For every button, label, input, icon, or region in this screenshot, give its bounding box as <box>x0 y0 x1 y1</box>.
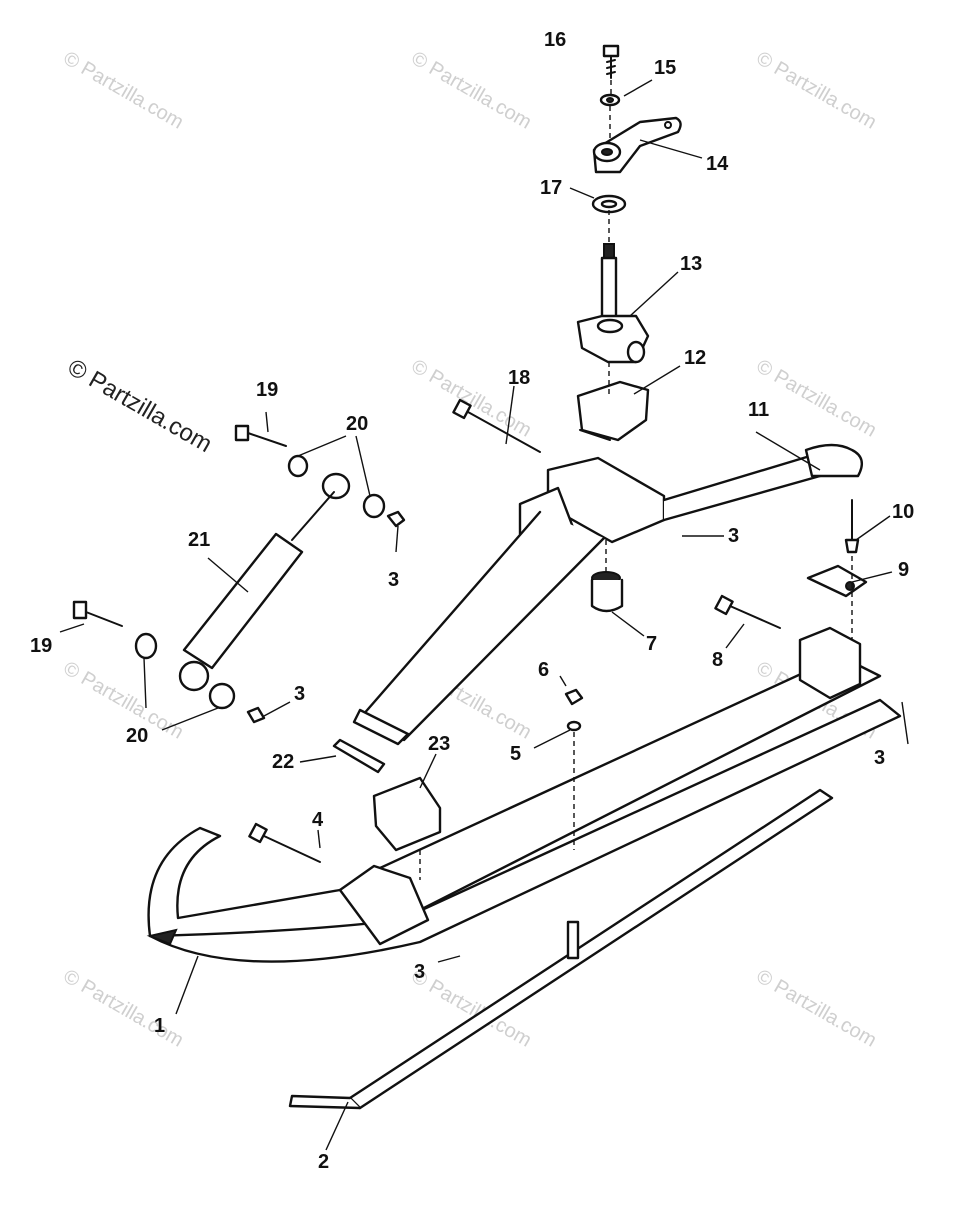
callout-3-front: 3 <box>414 961 425 983</box>
part-12-bumper <box>576 380 650 442</box>
callout-3-shock-upper: 3 <box>388 569 399 591</box>
leader-lines <box>59 79 909 1151</box>
callout-12: 12 <box>684 347 706 369</box>
callout-11: 11 <box>748 399 769 421</box>
part-21-shock-absorber <box>178 491 335 692</box>
part-8-bolt <box>714 594 781 629</box>
watermark-text: © Partzilla.com <box>753 965 881 1051</box>
callout-19-upper: 19 <box>256 379 278 401</box>
callout-22: 22 <box>272 751 294 773</box>
callout-3-shock-lower: 3 <box>294 683 305 705</box>
part-20-bushings-lower <box>134 632 266 724</box>
part-17-washer <box>591 194 627 214</box>
part-9-plate <box>806 564 868 598</box>
callout-13: 13 <box>680 253 702 275</box>
ski-bracket-rear <box>798 626 862 700</box>
alignment-lines <box>419 80 853 880</box>
callout-8: 8 <box>712 649 723 671</box>
watermark-text: © Partzilla.com <box>408 47 536 133</box>
watermark-text: © Partzilla.com <box>60 47 188 133</box>
part-11-spindle-housing <box>352 443 864 746</box>
callouts: 16 15 14 17 13 12 11 18 3 7 10 9 8 3 6 5… <box>30 29 914 1173</box>
callout-19-lower: 19 <box>30 635 52 657</box>
part-19-bolt-upper <box>234 424 287 447</box>
callout-2: 2 <box>318 1151 329 1173</box>
callout-6: 6 <box>538 659 549 681</box>
callout-15: 15 <box>654 57 676 79</box>
callout-16: 16 <box>544 29 566 51</box>
watermark-text: © Partzilla.com <box>408 965 536 1051</box>
callout-21: 21 <box>188 529 210 551</box>
callout-7: 7 <box>646 633 657 655</box>
part-22-pin <box>332 738 386 774</box>
part-1-ski <box>146 654 902 963</box>
callout-3-rear: 3 <box>874 747 885 769</box>
callout-3-housing: 3 <box>728 525 739 547</box>
callout-23: 23 <box>428 733 450 755</box>
part-6-nut <box>564 688 584 706</box>
watermark-text: © Partzilla.com <box>753 47 881 133</box>
callout-14: 14 <box>706 153 729 175</box>
part-4-bolt <box>248 822 321 863</box>
part-23-saddle <box>372 776 442 852</box>
part-7-bumper <box>590 571 624 613</box>
callout-1: 1 <box>154 1015 165 1037</box>
callout-4: 4 <box>312 809 324 831</box>
callout-20-lower: 20 <box>126 725 148 747</box>
part-10-stud <box>844 499 860 554</box>
callout-5: 5 <box>510 743 521 765</box>
watermark-text: © Partzilla.com <box>60 965 188 1051</box>
callout-17: 17 <box>540 177 562 199</box>
part-16-bolt <box>602 44 620 79</box>
callout-9: 9 <box>898 559 909 581</box>
part-14-steering-arm <box>592 116 682 174</box>
part-18-bolt <box>452 398 541 453</box>
watermark-text: © Partzilla.com <box>753 355 881 441</box>
part-5-washer <box>566 720 582 732</box>
watermark-main: © Partzilla.com <box>63 354 217 458</box>
part-20-bushings-upper <box>287 454 406 528</box>
part-19-bolt-lower <box>72 600 123 627</box>
ski-bracket-front <box>338 864 430 946</box>
callout-10: 10 <box>892 501 914 523</box>
part-2-wear-rod <box>288 788 834 1110</box>
part-13-spindle <box>576 243 650 364</box>
watermark-text: © Partzilla.com <box>60 657 188 743</box>
callout-18: 18 <box>508 367 530 389</box>
callout-20-upper: 20 <box>346 413 368 435</box>
part-15-washer <box>599 93 621 107</box>
